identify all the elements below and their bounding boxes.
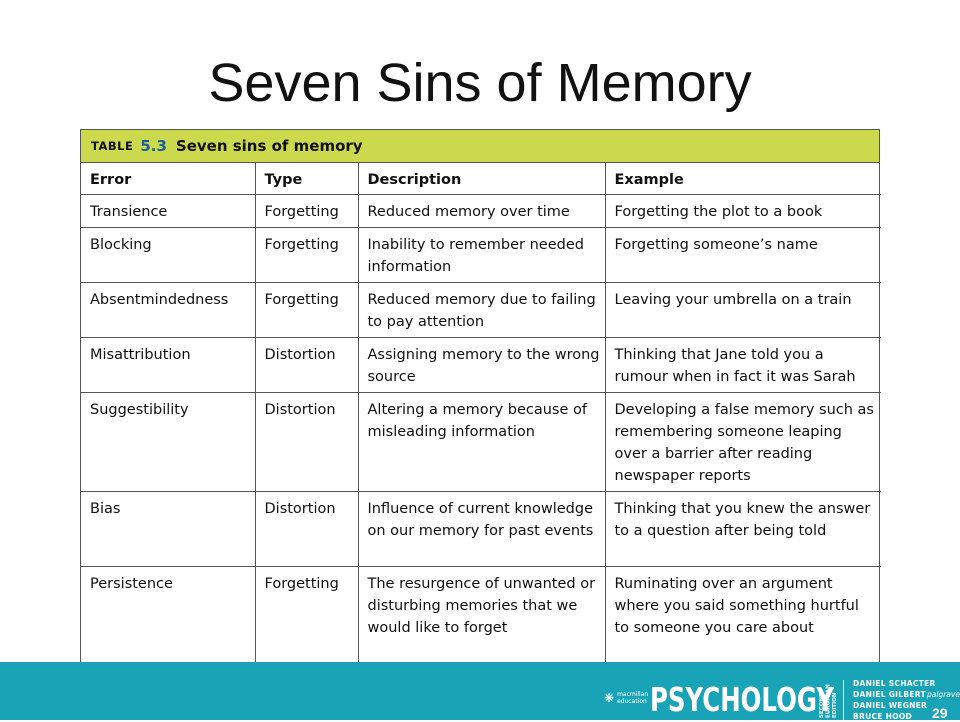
table-header-row: Error Type Description Example <box>81 163 881 195</box>
edition-divider <box>843 680 844 720</box>
cell-example: Forgetting someone’s name <box>605 227 881 283</box>
cell-description: Altering a memory because of misleading … <box>358 392 606 492</box>
cell-example: Developing a false memory such as rememb… <box>605 392 881 492</box>
publisher-mark: ❋ macmillan education <box>604 691 651 705</box>
cell-example: Thinking that you knew the answer to a q… <box>605 491 881 567</box>
cell-type: Forgetting <box>255 194 359 228</box>
book-brand: PSYCHOLOGY <box>650 680 835 719</box>
author-name: DANIEL SCHACTER <box>853 679 936 688</box>
footer-band: ❋ macmillan education PSYCHOLOGY SECOND … <box>0 666 960 722</box>
header-description: Description <box>358 163 606 195</box>
cell-error: Blocking <box>81 227 256 283</box>
table-row: Absentmindedness Forgetting Reduced memo… <box>81 282 881 338</box>
cell-error: Bias <box>81 491 256 567</box>
publisher-logo-icon: ❋ <box>604 691 615 705</box>
cell-description: Influence of current knowledge on our me… <box>358 491 606 567</box>
table-caption-title: Seven sins of memory <box>175 137 363 155</box>
cell-example: Ruminating over an argument where you sa… <box>614 576 859 636</box>
cell-type: Distortion <box>255 392 359 492</box>
table-row: Transience Forgetting Reduced memory ove… <box>81 194 881 228</box>
cell-description: Assigning memory to the wrong source <box>358 337 606 393</box>
publisher-name: macmillan education <box>617 691 649 705</box>
cell-type: Forgetting <box>255 227 359 283</box>
imprint-label: palgrave <box>927 690 960 699</box>
cell-error: Persistence <box>81 566 256 663</box>
cell-example: Thinking that Jane told you a rumour whe… <box>605 337 881 393</box>
cell-type: Forgetting <box>255 566 359 663</box>
cell-error: Suggestibility <box>81 392 256 492</box>
table-row: Suggestibility Distortion Altering a mem… <box>81 392 881 492</box>
cell-description: Reduced memory due to failing to pay att… <box>358 282 606 338</box>
edition-label: SECOND EUROPEAN EDITION <box>819 684 838 718</box>
author-name: DANIEL GILBERT <box>853 690 926 699</box>
table-caption-label: TABLE <box>91 139 134 153</box>
cell-description: Inability to remember needed information <box>358 227 606 283</box>
page-number: 29 <box>932 705 948 721</box>
cell-type: Distortion <box>255 491 359 567</box>
cell-description: The resurgence of unwanted or disturbing… <box>358 566 606 663</box>
cell-type: Distortion <box>255 337 359 393</box>
table-row: Persistence Forgetting The resurgence of… <box>81 566 881 663</box>
author-list: DANIEL SCHACTER DANIEL GILBERT DANIEL WE… <box>853 678 936 722</box>
table-row: Blocking Forgetting Inability to remembe… <box>81 227 881 283</box>
table-row: Misattribution Distortion Assigning memo… <box>81 337 881 393</box>
header-type: Type <box>255 163 359 195</box>
cell-example: Leaving your umbrella on a train <box>605 282 881 338</box>
cell-description: Reduced memory over time <box>358 194 606 228</box>
slide-title: Seven Sins of Memory <box>208 53 752 113</box>
cell-error: Misattribution <box>81 337 256 393</box>
table-row: Bias Distortion Influence of current kno… <box>81 491 881 567</box>
cell-example: Forgetting the plot to a book <box>605 194 881 228</box>
author-name: DANIEL WEGNER <box>853 701 928 710</box>
sins-table: TABLE 5.3 Seven sins of memory Error Typ… <box>80 129 881 664</box>
author-name: BRUCE HOOD <box>853 712 913 721</box>
table-caption: TABLE 5.3 Seven sins of memory <box>81 130 879 163</box>
cell-error: Absentmindedness <box>81 282 256 338</box>
table-caption-number: 5.3 <box>140 137 167 155</box>
header-error: Error <box>81 163 256 195</box>
table-grid: Error Type Description Example Transienc… <box>81 163 881 663</box>
header-example: Example <box>605 163 881 195</box>
cell-type: Forgetting <box>255 282 359 338</box>
cell-error: Transience <box>81 194 256 228</box>
footer-bar: ❋ macmillan education PSYCHOLOGY SECOND … <box>0 662 960 722</box>
